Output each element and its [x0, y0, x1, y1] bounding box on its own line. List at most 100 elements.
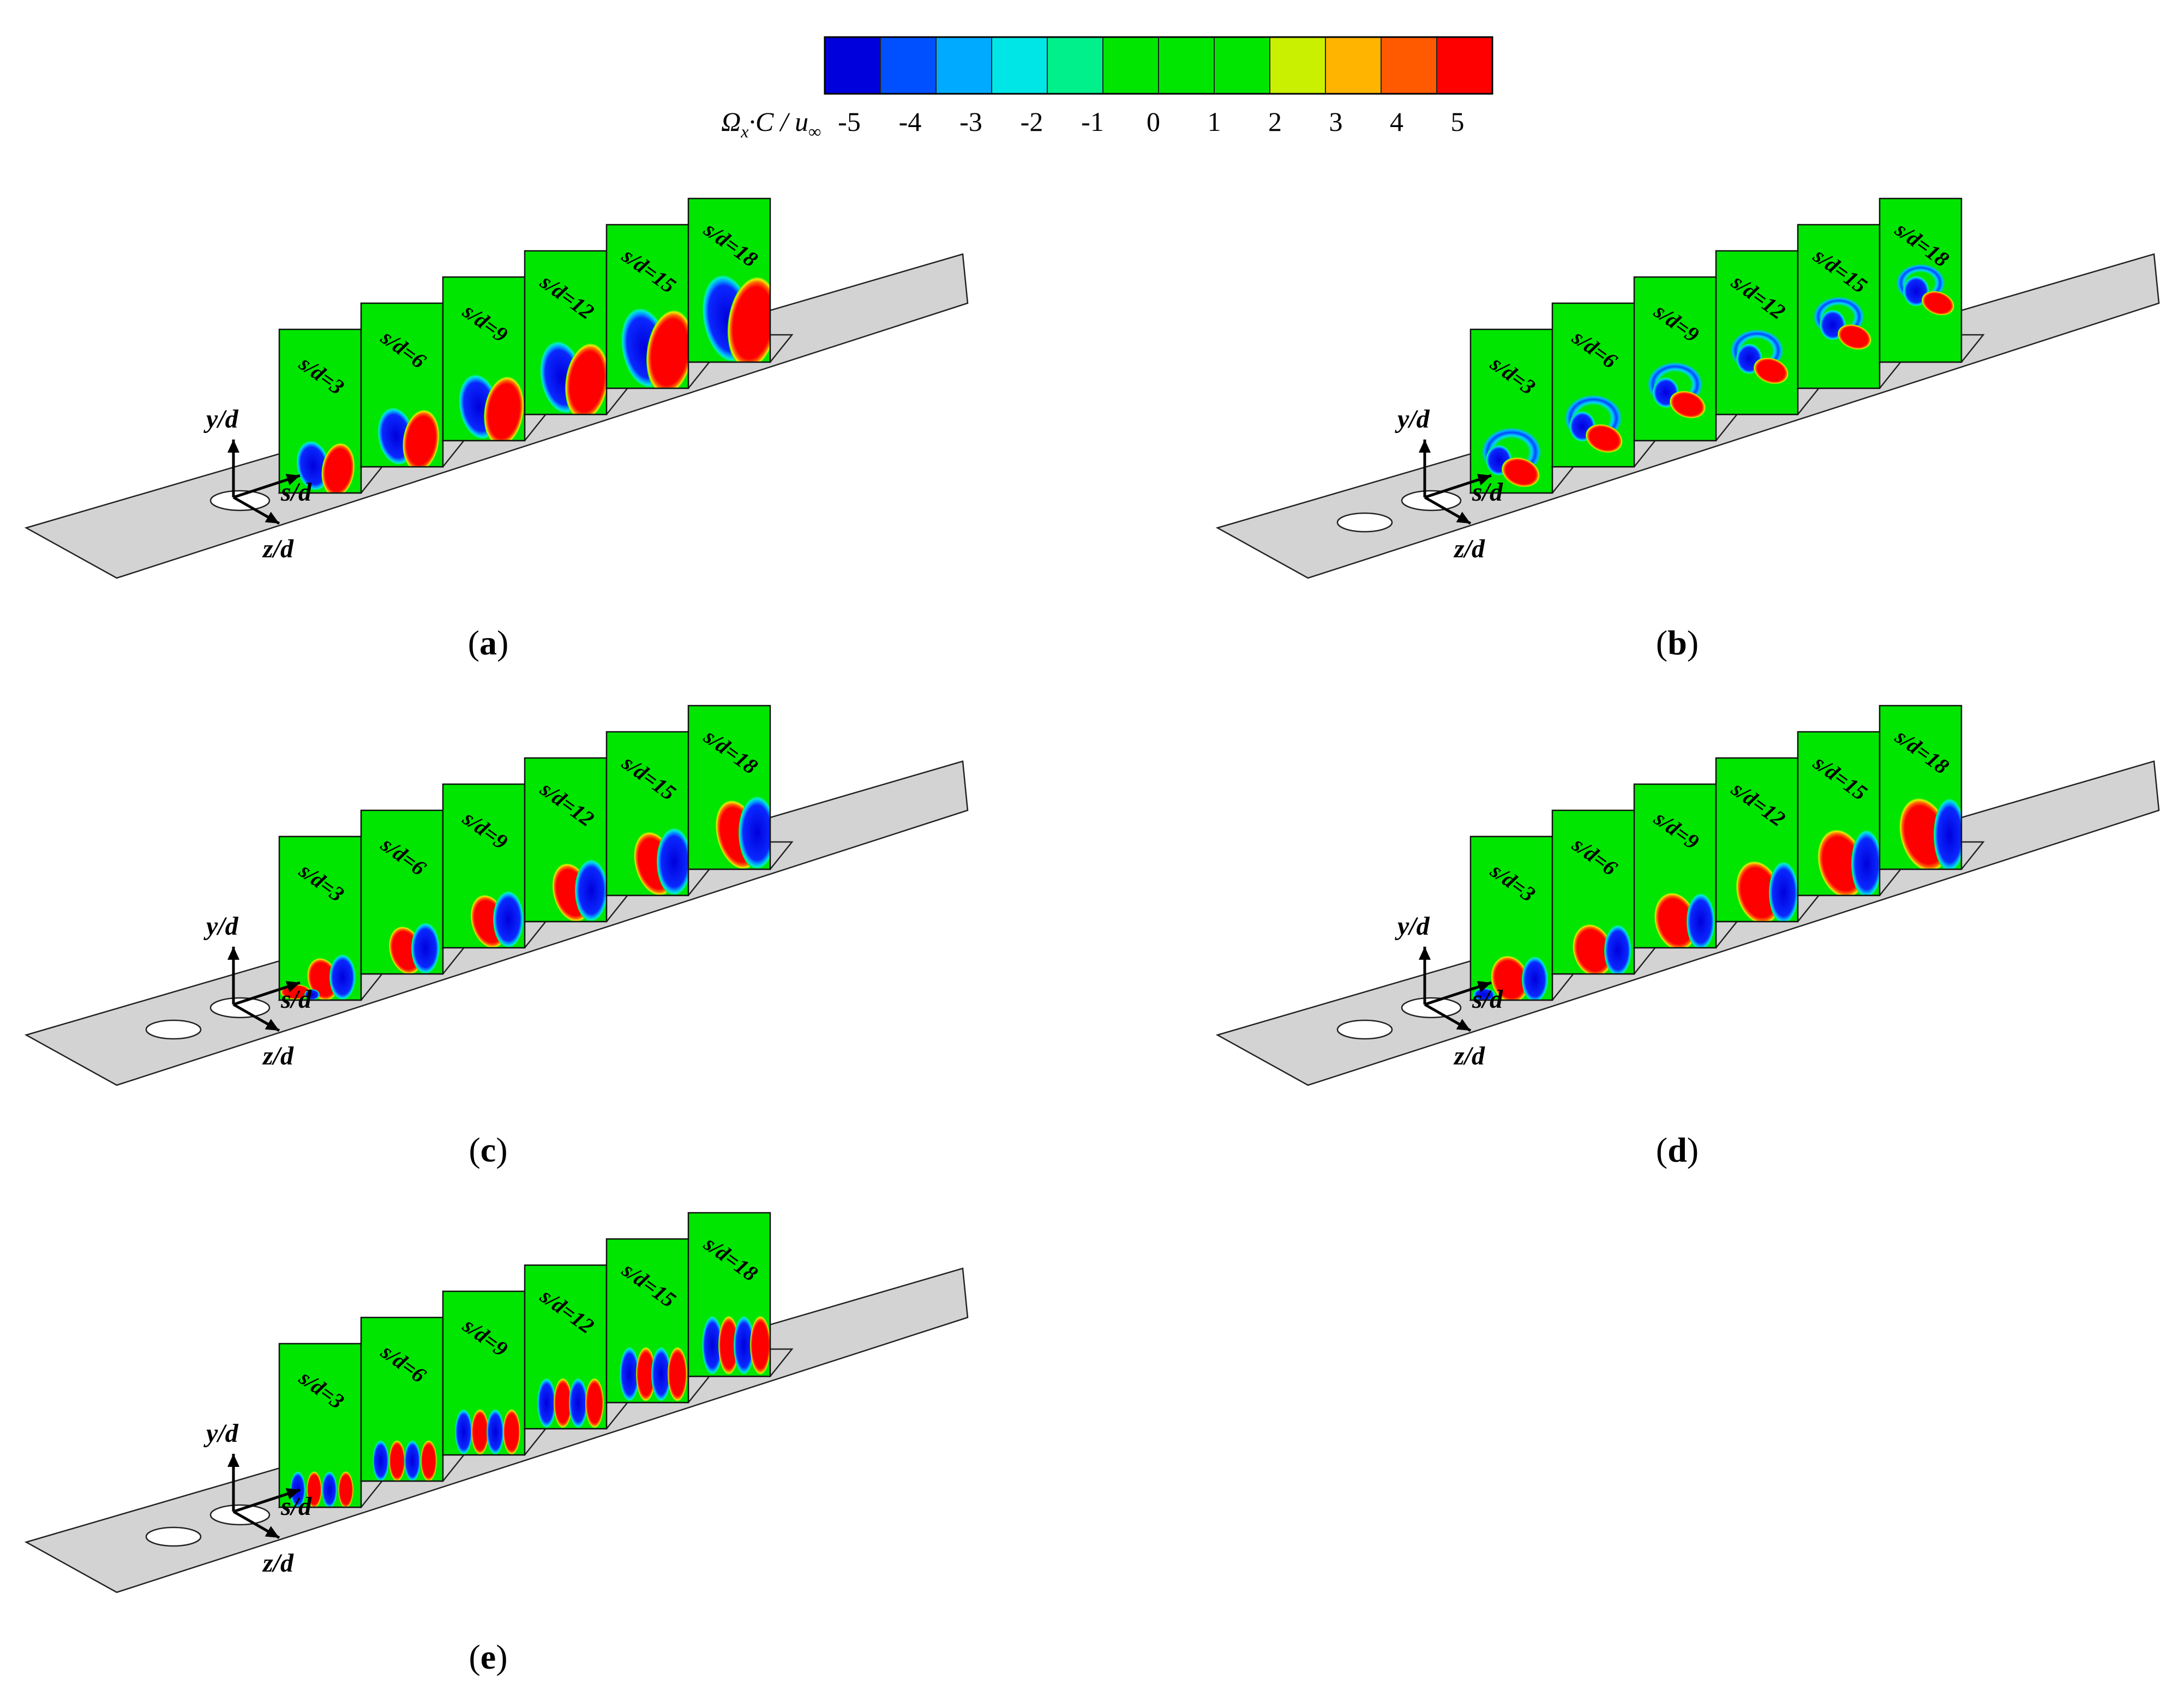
axis-label-s: s/d	[280, 478, 312, 507]
axis-label-z: z/d	[1453, 1042, 1485, 1070]
colorbar-cell	[1436, 37, 1493, 94]
vortex-blob	[1736, 861, 1781, 922]
vortex-blob	[718, 1316, 739, 1375]
vortex-group	[620, 1347, 687, 1401]
vortex-group	[1473, 955, 1548, 1000]
slice-border	[687, 705, 771, 870]
colorbar-tick-label: 3	[1329, 106, 1343, 137]
vortex-group	[1896, 264, 1955, 316]
vortex-blob	[484, 376, 524, 441]
vortex-blob	[651, 1347, 671, 1401]
caption-open: (	[1656, 623, 1667, 662]
vortex-blob	[455, 1409, 472, 1455]
vortex-group	[1647, 362, 1706, 419]
vortex-blob	[646, 310, 688, 388]
vortex-blob	[734, 1316, 754, 1375]
axis-label-s: s/d	[1472, 985, 1503, 1014]
slice-plane: s/d=9	[1633, 783, 1739, 949]
vortex-blob	[471, 1409, 489, 1455]
coordinate-axes: y/ds/dz/d	[203, 912, 312, 1070]
vortex-blob	[321, 443, 355, 493]
z-axis-arrow-head	[1477, 474, 1491, 485]
slice-border	[687, 197, 771, 363]
vortex-blob	[1687, 893, 1715, 948]
colorbar-tick-label: -5	[838, 106, 861, 137]
slice-plane: s/d=3	[1469, 835, 1576, 1001]
vortex-blob	[338, 1471, 353, 1507]
vortex-blob	[1654, 892, 1697, 948]
vortex-group	[1564, 395, 1623, 453]
caption-close: )	[1687, 623, 1699, 662]
slice-plane: s/d=9	[441, 276, 548, 442]
vortex-group	[280, 954, 356, 1000]
slice-plane: s/d=18	[687, 705, 794, 870]
slice-plane: s/d=12	[523, 757, 630, 923]
vortex-blob	[1473, 988, 1495, 1000]
slice-border	[1879, 197, 1963, 363]
vortex-blob	[1572, 924, 1613, 974]
s-axis-arrow-head	[1456, 511, 1471, 523]
vortex-blob	[569, 1378, 587, 1428]
vortex-group	[1654, 892, 1715, 948]
slice-border	[687, 1212, 771, 1377]
colorbar-tick-label: 4	[1390, 106, 1403, 137]
slice-plane: s/d=6	[359, 302, 466, 468]
z-axis-arrow-head	[285, 474, 300, 485]
axis-label-z: z/d	[262, 534, 294, 563]
y-axis-arrow-head	[1419, 440, 1431, 453]
colorbar-cell	[935, 37, 992, 94]
vortex-blob	[373, 1440, 389, 1481]
vortex-blob	[404, 1440, 421, 1481]
coordinate-axes: y/ds/dz/d	[1395, 405, 1503, 563]
coordinate-axes: y/ds/dz/d	[203, 1419, 312, 1578]
y-axis-arrow-head	[227, 440, 239, 453]
slice-plane: s/d=15	[605, 224, 712, 389]
slice-plane: s/d=18	[1878, 197, 1985, 363]
vortex-group	[702, 274, 770, 362]
slice-plane: s/d=12	[1714, 757, 1821, 923]
caption-close: )	[1687, 1130, 1699, 1169]
y-axis-arrow-head	[227, 1454, 239, 1467]
vortex-blob	[668, 1347, 687, 1401]
vortex-blob	[702, 1316, 723, 1375]
axis-label-s: s/d	[1472, 478, 1503, 507]
vortex-blob	[657, 828, 688, 895]
vortex-blob	[565, 343, 607, 414]
vortex-blob	[304, 989, 320, 1000]
vortex-group	[537, 1378, 604, 1428]
z-axis-arrow-head	[1477, 981, 1491, 992]
y-axis-arrow-head	[227, 947, 239, 960]
panel-caption: (c)	[469, 1130, 507, 1169]
vortex-blob	[1851, 830, 1880, 895]
caption-close: )	[497, 623, 508, 662]
vortex-blob	[739, 796, 770, 869]
colorbar-cell	[824, 37, 881, 94]
colorbar-tick-label: 5	[1451, 106, 1465, 137]
vortex-group	[470, 891, 524, 948]
slice-contour-field	[1634, 277, 1716, 441]
vortex-blob	[403, 410, 440, 467]
panel-caption: (b)	[1656, 623, 1699, 662]
caption-close: )	[496, 1638, 507, 1676]
vortex-blob	[280, 984, 311, 1000]
panel-caption: (a)	[468, 623, 509, 662]
slice-plane: s/d=15	[605, 1238, 712, 1404]
vortex-group	[1730, 329, 1789, 384]
vortex-group	[296, 441, 355, 493]
colorbar-frame	[824, 36, 1493, 95]
vortex-blob	[307, 1471, 322, 1507]
hole-outline	[1336, 512, 1393, 533]
colorbar-label: Ωx·C / u∞	[721, 106, 821, 141]
vortex-blob	[1921, 291, 1955, 316]
vortex-blob	[636, 1347, 656, 1401]
vortex-group	[1813, 297, 1871, 350]
vortex-blob	[389, 1440, 405, 1481]
panel-caption: (e)	[469, 1638, 507, 1676]
